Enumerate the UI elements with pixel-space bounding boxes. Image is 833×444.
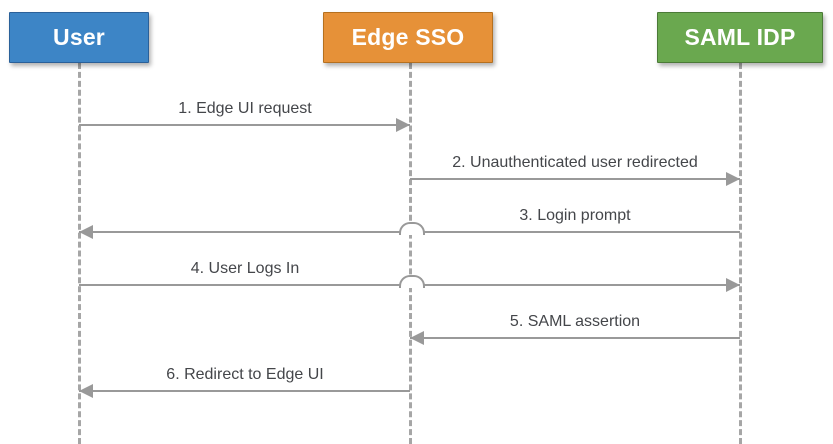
arrow-head-4 — [726, 278, 740, 292]
arrow-head-3 — [79, 225, 93, 239]
arrow-head-2 — [726, 172, 740, 186]
message-line-2 — [410, 178, 740, 180]
actor-label-saml-idp: SAML IDP — [684, 24, 796, 50]
arrow-head-5 — [410, 331, 424, 345]
actor-label-edge-sso: Edge SSO — [351, 24, 465, 50]
message-label-3: 3. Login prompt — [519, 207, 631, 224]
actor-box-user[interactable]: User — [9, 12, 149, 63]
lifeline-saml-idp — [739, 63, 742, 444]
message-line-5 — [410, 337, 740, 339]
actor-box-edge-sso[interactable]: Edge SSO — [323, 12, 493, 63]
arrow-head-6 — [79, 384, 93, 398]
line-hop-4 — [399, 275, 425, 288]
message-line-1 — [79, 124, 410, 126]
lifeline-user — [78, 63, 81, 444]
arrow-head-1 — [396, 118, 410, 132]
line-hop-3 — [399, 222, 425, 235]
message-label-1: 1. Edge UI request — [178, 100, 312, 117]
actor-label-user: User — [53, 24, 105, 50]
lifeline-edge-sso — [409, 63, 412, 444]
message-label-6: 6. Redirect to Edge UI — [166, 366, 324, 383]
message-label-2: 2. Unauthenticated user redirected — [452, 154, 698, 171]
message-line-6 — [79, 390, 410, 392]
actor-box-saml-idp[interactable]: SAML IDP — [657, 12, 823, 63]
message-label-4: 4. User Logs In — [190, 260, 300, 277]
message-label-5: 5. SAML assertion — [509, 313, 641, 330]
